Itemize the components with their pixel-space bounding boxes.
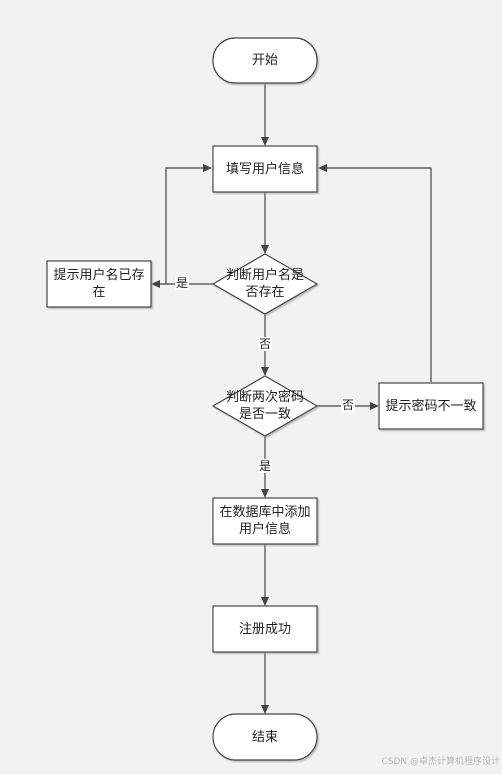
fill-info-box	[212, 145, 318, 193]
add-db-label: 在数据库中添加用户信息	[219, 505, 311, 537]
user-exists-label: 提示用户名已存在	[53, 268, 145, 300]
edge-exists-back-to-fill	[165, 164, 212, 284]
register-success-box	[212, 605, 318, 653]
check-username-label: 判断用户名是否存在	[225, 268, 304, 300]
password-mismatch-box	[378, 382, 484, 430]
edge-mismatch-back-to-fill	[318, 164, 432, 382]
edge-label-match-yes: 是	[258, 459, 273, 473]
check-password-diamond	[211, 375, 319, 437]
add-db-box	[212, 497, 318, 545]
fill-info-label: 填写用户信息	[225, 161, 304, 177]
end-label: 结束	[251, 729, 278, 745]
edge-label-exists-yes: 是	[175, 276, 190, 290]
edge-label-exists-no: 否	[258, 337, 273, 351]
password-mismatch-label: 提示密码不一致	[385, 398, 477, 414]
watermark: CSDN @卓杰计算机程序设计	[381, 757, 500, 767]
edge-label-match-no: 否	[341, 398, 356, 412]
user-exists-box	[46, 260, 152, 308]
check-password-label: 判断两次密码是否一致	[225, 390, 304, 422]
check-username-diamond	[211, 253, 319, 315]
end-terminal	[212, 713, 318, 761]
start-label: 开始	[251, 53, 278, 68]
start-terminal	[212, 37, 318, 84]
register-success-label: 注册成功	[238, 621, 291, 637]
